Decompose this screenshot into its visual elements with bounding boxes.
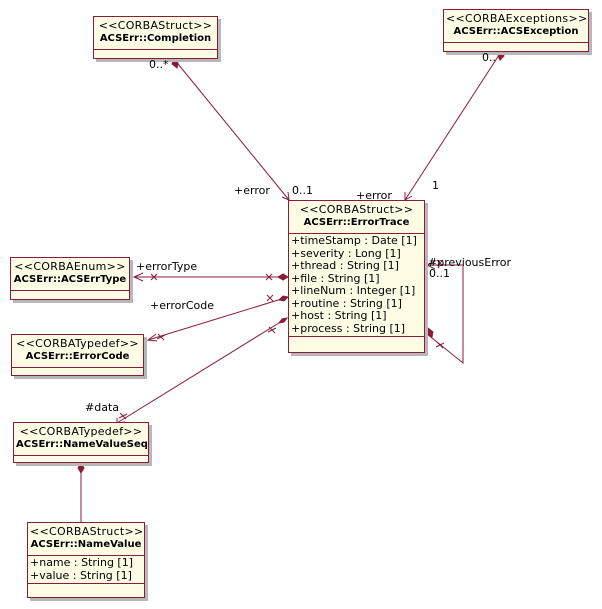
attribute: +timeStamp : Date [1] <box>291 234 417 247</box>
x-mark <box>435 341 445 349</box>
attribute: +routine : String [1] <box>291 296 402 310</box>
completion-role: +error <box>234 184 270 197</box>
arrowhead <box>132 272 144 282</box>
attribute: +file : String [1] <box>291 271 380 285</box>
arrowhead <box>425 260 436 270</box>
operations-compartment <box>12 368 143 376</box>
operations-compartment <box>28 584 144 592</box>
stereotype: <<CORBAStruct>> <box>98 19 213 32</box>
class-name: ACSErr::ErrorTrace <box>303 217 410 228</box>
operations-compartment <box>94 50 217 58</box>
class-acsexception[interactable]: <<CORBAExceptions>> ACSErr::ACSException <box>443 9 589 52</box>
x-mark <box>266 294 274 302</box>
completion-multiplicity: 0..* <box>149 58 169 71</box>
x-mark <box>265 273 273 281</box>
data-role: #data <box>85 401 119 414</box>
assoc-completion-errortrace <box>173 58 290 201</box>
stereotype: <<CORBAStruct>> <box>299 203 414 216</box>
stereotype: <<CORBATypedef>> <box>16 337 139 350</box>
class-name: ACSErr::NameValueSeq <box>16 439 148 450</box>
attributes-compartment: +name : String [1] +value : String [1] <box>28 556 144 584</box>
operations-compartment <box>289 337 424 345</box>
attribute: +value : String [1] <box>30 568 132 582</box>
stereotype: <<CORBAExceptions>> <box>446 12 588 25</box>
operations-compartment <box>444 43 588 51</box>
composition-diamond <box>497 51 505 61</box>
class-acserrtype[interactable]: <<CORBAEnum>> ACSErr::ACSErrType <box>10 257 130 300</box>
composition-diamond <box>171 58 179 69</box>
x-mark <box>118 412 128 420</box>
attribute: +severity : Long [1] <box>291 246 401 260</box>
x-mark <box>156 333 166 341</box>
previous-error-role: #previousError <box>428 256 512 269</box>
attribute: +thread : String [1] <box>291 259 399 272</box>
stereotype: <<CORBAStruct>> <box>30 525 144 538</box>
assoc-previous-error <box>426 264 464 365</box>
stereotype: <<CORBAEnum>> <box>14 260 126 273</box>
x-mark <box>150 273 158 281</box>
exception-multiplicity: 0..* <box>482 52 496 64</box>
x-mark <box>436 259 444 267</box>
class-namevalue[interactable]: <<CORBAStruct>> ACSErr::NameValue +name … <box>27 522 145 598</box>
class-name: ACSErr::ACSErrType <box>13 274 127 285</box>
class-errorcode[interactable]: <<CORBATypedef>> ACSErr::ErrorCode <box>11 334 144 376</box>
errortype-role: +errorType <box>136 260 198 273</box>
attribute: +name : String [1] <box>30 556 134 569</box>
attribute: +lineNum : Integer [1] <box>291 284 416 297</box>
x-mark <box>267 326 277 334</box>
class-name: ACSErr::Completion <box>99 33 212 44</box>
completion-target-multiplicity: 0..1 <box>292 184 313 197</box>
attribute: +process : String [1] <box>291 321 406 335</box>
operations-compartment <box>11 291 129 299</box>
attribute: +host : String [1] <box>291 309 387 322</box>
class-name: ACSErr::ACSException <box>453 26 579 37</box>
class-namevalueseq[interactable]: <<CORBATypedef>> ACSErr::NameValueSeq <box>13 422 149 463</box>
composition-diamond <box>277 273 289 281</box>
arrowhead <box>146 333 158 342</box>
class-name: ACSErr::ErrorCode <box>25 351 130 362</box>
composition-diamond <box>426 327 434 338</box>
exception-target-multiplicity: 1 <box>432 179 439 192</box>
assoc-errorcode <box>147 296 289 341</box>
composition-diamond <box>277 317 289 324</box>
stereotype: <<CORBATypedef>> <box>19 425 143 438</box>
operations-compartment <box>14 456 148 464</box>
composition-diamond <box>77 462 85 474</box>
class-errortrace[interactable]: <<CORBAStruct>> ACSErr::ErrorTrace +time… <box>288 200 425 353</box>
class-completion[interactable]: <<CORBAStruct>> ACSErr::Completion <box>93 16 218 59</box>
attributes-compartment: +timeStamp : Date [1] +severity : Long [… <box>289 234 424 337</box>
exception-role: +error <box>356 189 392 202</box>
composition-diamond <box>277 295 290 302</box>
errorcode-role: +errorCode <box>150 299 215 312</box>
assoc-data <box>116 317 288 424</box>
class-name: ACSErr::NameValue <box>30 539 142 550</box>
previous-error-multiplicity: 0..1 <box>429 267 450 280</box>
assoc-exception-errortrace <box>404 51 502 201</box>
